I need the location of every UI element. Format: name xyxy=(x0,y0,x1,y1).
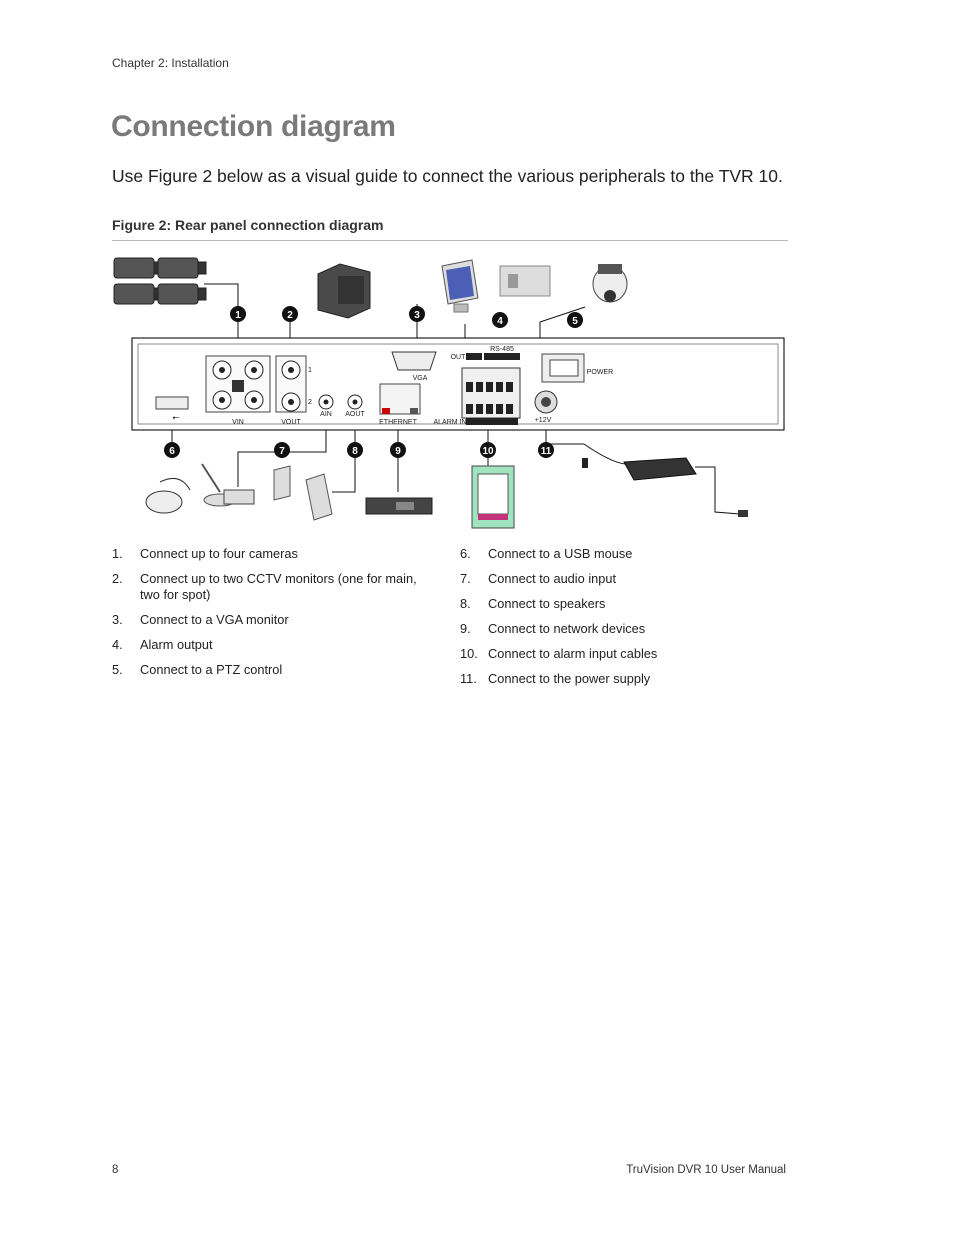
figure-caption: Figure 2: Rear panel connection diagram xyxy=(112,217,384,233)
label-vout-2: 2 xyxy=(308,399,312,406)
label-aout: AOUT xyxy=(345,411,365,418)
list-item: 11.Connect to the power supply xyxy=(460,671,651,686)
network-switch-icon xyxy=(365,497,433,515)
instructions-right: 6.Connect to a USB mouse 7.Connect to au… xyxy=(460,546,780,696)
list-item: 5.Connect to a PTZ control xyxy=(112,662,283,677)
callout-1: 1 xyxy=(235,310,241,321)
label-12v: +12V xyxy=(535,417,552,424)
label-alarm-in: ALARM IN xyxy=(433,419,466,426)
siren-icon xyxy=(499,265,551,297)
list-item: 9.Connect to network devices xyxy=(460,621,646,636)
label-rs485: RS-485 xyxy=(490,346,514,353)
list-item: 8.Connect to speakers xyxy=(460,596,606,611)
list-item: 2.Connect up to two CCTV monitors (one f… xyxy=(112,571,417,602)
callout-11: 11 xyxy=(541,446,552,457)
power-supply-icon xyxy=(582,457,748,517)
callout-3: 3 xyxy=(414,310,420,321)
label-ain: AIN xyxy=(320,411,332,418)
callout-10: 10 xyxy=(482,446,494,457)
mouse-icon xyxy=(145,477,191,514)
list-item: 10.Connect to alarm input cables xyxy=(460,646,658,661)
label-out: OUT xyxy=(451,354,467,361)
callout-7: 7 xyxy=(279,446,285,457)
label-power: POWER xyxy=(587,369,613,376)
chapter-header: Chapter 2: Installation xyxy=(112,56,229,70)
list-item: 4.Alarm output xyxy=(112,637,213,652)
callout-5: 5 xyxy=(572,316,578,327)
callout-9: 9 xyxy=(395,446,401,457)
list-item: 7.Connect to audio input xyxy=(460,571,617,586)
caption-divider xyxy=(112,240,788,241)
callout-8: 8 xyxy=(352,446,358,457)
callout-6: 6 xyxy=(169,446,175,457)
camera-icon xyxy=(113,257,207,305)
ptz-dome-icon xyxy=(592,264,628,303)
list-item: 1.Connect up to four cameras xyxy=(112,546,298,561)
microphone-icon xyxy=(201,463,255,507)
intro-paragraph: Use Figure 2 below as a visual guide to … xyxy=(112,166,783,186)
callout-2: 2 xyxy=(287,310,293,321)
list-item: 3.Connect to a VGA monitor xyxy=(112,612,289,627)
manual-title: TruVision DVR 10 User Manual xyxy=(626,1164,786,1176)
vga-monitor-icon xyxy=(441,259,479,313)
label-vga: VGA xyxy=(413,375,428,382)
callout-4: 4 xyxy=(497,316,503,327)
label-vout: VOUT xyxy=(281,419,301,426)
usb-port xyxy=(155,396,189,410)
list-item: 6.Connect to a USB mouse xyxy=(460,546,633,561)
label-vin: VIN xyxy=(232,419,244,426)
cctv-monitor-icon xyxy=(317,263,371,319)
alarm-sensor-icon xyxy=(471,465,515,529)
speakers-icon xyxy=(273,465,333,521)
label-vout-1: 1 xyxy=(308,367,312,374)
page-title: Connection diagram xyxy=(111,110,396,143)
rear-panel-diagram: 1 2 3 4 5 ⭠ VIN VOUT 1 2 xyxy=(113,257,785,529)
label-ethernet: ETHERNET xyxy=(379,419,417,426)
svg-text:⭠: ⭠ xyxy=(172,412,179,422)
page-number: 8 xyxy=(112,1164,119,1176)
instructions-left: 1.Connect up to four cameras 2.Connect u… xyxy=(112,546,422,687)
